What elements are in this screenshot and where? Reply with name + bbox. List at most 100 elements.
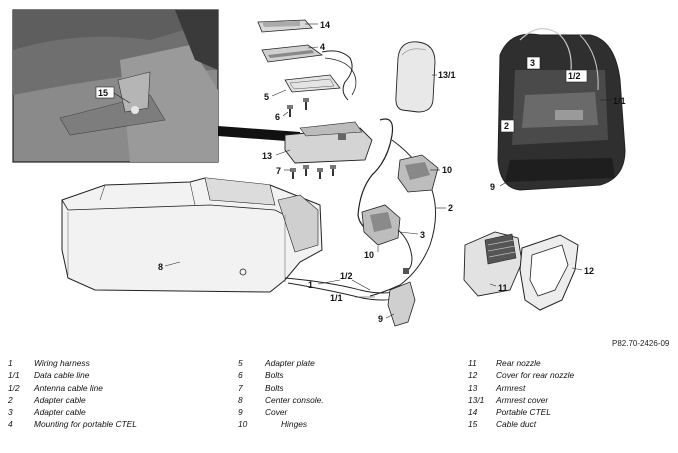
svg-text:14: 14 [320, 20, 330, 30]
legend-item-text: Wiring harness [34, 358, 90, 368]
legend-item-number: 7 [238, 382, 243, 393]
legend-item-number: 4 [8, 419, 13, 430]
legend-item-text: Hinges [281, 419, 308, 430]
svg-text:4: 4 [320, 42, 325, 52]
callout-7: 7 [276, 166, 291, 176]
parts-illustration: 14 4 13/1 15 5 6 13 7 [12, 9, 626, 327]
legend-item-text: Adapter plate [265, 358, 315, 368]
callout-15: 15 [95, 86, 131, 104]
bolts-6-part [287, 98, 309, 117]
callout-11: 11 [489, 283, 508, 293]
legend-item-text: Data cable line [34, 370, 90, 381]
cover-9-part [387, 281, 416, 327]
callout-10-upper: 10 [430, 165, 452, 175]
svg-text:1/2: 1/2 [568, 71, 581, 81]
hinge-lower-part [361, 204, 413, 274]
legend-item-text: Armrest cover [496, 394, 549, 405]
callout-1: 1 [308, 279, 341, 290]
legend-item: 7 Bolts [238, 382, 284, 394]
legend-item-number: 14 [468, 407, 478, 418]
adapter-plate-part [284, 74, 341, 93]
legend-item-text: Mounting for portable CTEL [34, 419, 137, 430]
callout-2: 2 [436, 203, 453, 213]
ctel-mounting-part [261, 44, 357, 101]
svg-text:5: 5 [264, 92, 269, 102]
legend-item-text: Armrest [496, 382, 526, 393]
svg-text:3: 3 [420, 230, 425, 240]
inset-callout-1-2: 1/2 [565, 69, 588, 83]
legend-item: 1/1 Data cable line [8, 369, 89, 381]
legend-item-number: 13/1 [468, 394, 485, 405]
figure-reference: P82.70-2426-09 [612, 339, 670, 348]
legend-item: 4 Mounting for portable CTEL [8, 418, 137, 430]
legend-item-number: 10 [238, 419, 248, 430]
console-rear-inset-photo [497, 28, 626, 191]
svg-text:3: 3 [530, 58, 535, 68]
legend-item-number: 3 [8, 407, 13, 418]
rear-nozzle-part [463, 231, 523, 297]
legend-item: 12 Cover for rear nozzle [468, 369, 574, 381]
svg-text:11: 11 [498, 283, 508, 293]
armrest-part [284, 121, 373, 164]
callout-1-1: 1/1 [330, 293, 375, 303]
svg-text:1: 1 [308, 280, 313, 290]
legend-item-text: Portable CTEL [496, 407, 551, 418]
callout-6: 6 [275, 111, 289, 122]
cable-duct-inset-photo [12, 9, 219, 163]
inset-callout-2: 2 [500, 119, 515, 133]
legend-item-text: Bolts [265, 382, 284, 393]
svg-text:13: 13 [262, 151, 272, 161]
svg-text:2: 2 [504, 121, 509, 131]
svg-text:2: 2 [448, 203, 453, 213]
inset-callout-1-1: 1/1 [600, 96, 626, 106]
svg-text:9: 9 [378, 314, 383, 324]
callout-12: 12 [571, 266, 594, 276]
inset-connector [218, 126, 300, 142]
callout-5: 5 [264, 89, 287, 102]
legend-item-number: 11 [468, 358, 477, 368]
callout-10-lower: 10 [364, 246, 379, 260]
callout-9: 9 [378, 313, 395, 324]
hinge-upper-part [397, 154, 439, 193]
legend-item-text: Cover [265, 407, 288, 418]
center-console-part [61, 177, 323, 293]
svg-text:1/1: 1/1 [330, 293, 343, 303]
legend-item-text: Cable duct [496, 419, 537, 430]
legend-item-text: Cover for rear nozzle [496, 370, 575, 381]
legend-item-text: Rear nozzle [496, 358, 541, 368]
legend-item: 1 Wiring harness [8, 357, 90, 369]
legend-item: 13 Armrest [468, 382, 525, 394]
legend-item-number: 2 [8, 394, 13, 405]
legend-item-text: Adapter cable [34, 394, 86, 405]
legend-item-number: 1/2 [8, 382, 20, 393]
legend-item-number: 6 [238, 370, 243, 381]
svg-text:7: 7 [276, 166, 281, 176]
legend-item-number: 9 [238, 407, 243, 418]
legend-item-number: 13 [468, 382, 478, 393]
legend-item-number: 1/1 [8, 370, 20, 381]
portable-ctel-part [257, 19, 313, 33]
svg-text:9: 9 [490, 182, 495, 192]
legend-item-number: 12 [468, 370, 478, 381]
legend-item: 14 Portable CTEL [468, 406, 551, 418]
callout-14: 14 [305, 20, 330, 30]
armrest-cover-part [395, 41, 436, 113]
callout-4: 4 [307, 42, 325, 52]
svg-text:10: 10 [364, 250, 374, 260]
legend-item-number: 1 [8, 358, 13, 368]
callout-13: 13 [262, 149, 291, 161]
svg-text:10: 10 [442, 165, 452, 175]
bolts-7-part [290, 165, 336, 179]
legend-item-text: Center console. [265, 394, 324, 405]
legend-item: 9 Cover [238, 406, 287, 418]
inset-callout-3: 3 [526, 56, 541, 70]
